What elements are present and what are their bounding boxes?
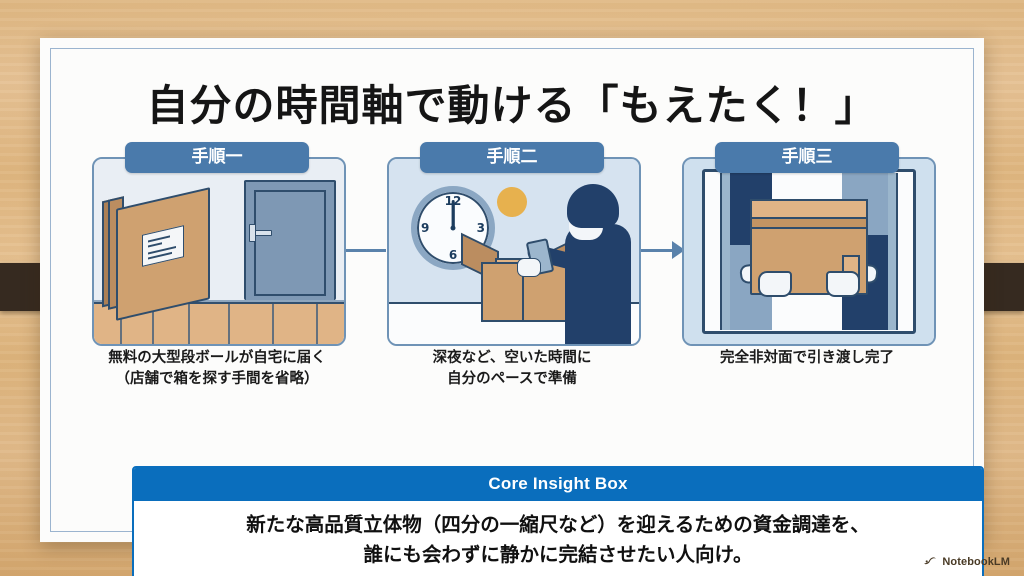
step-1-caption: 無料の大型段ボールが自宅に届く （店舗で箱を探す手間を省略） [70, 348, 364, 390]
watermark-label: NotebookLM [942, 555, 1010, 568]
core-insight-line2: 誰にも会わずに静かに完結させたい人向け。 [363, 542, 753, 566]
step-3-chip: 手順三 [715, 142, 899, 173]
clock-center-pin [450, 225, 456, 231]
front-door-icon [244, 180, 336, 300]
connector-step1-step2 [343, 249, 386, 252]
step-2-illustration: 12 3 6 9 [387, 157, 641, 346]
clock-hour-hand [451, 202, 455, 228]
core-insight-header: Core Insight Box [134, 468, 982, 501]
step-3-caption-line1: 完全非対面で引き渡し完了 [720, 350, 894, 366]
deliverer-hand-shape [826, 271, 860, 297]
slide-card: 自分の時間軸で動ける「もえたく！」 [40, 38, 984, 576]
wall-clock-icon: 12 3 6 9 [411, 186, 495, 270]
step-1-illustration [92, 157, 346, 346]
step-2-caption: 深夜など、空いた時間に 自分のペースで準備 [373, 348, 651, 390]
notebooklm-logo-icon [924, 557, 937, 565]
step-1-caption-line1: 無料の大型段ボールが自宅に届く [108, 350, 326, 366]
person-packing-figure [517, 184, 633, 344]
notebooklm-watermark: NotebookLM [924, 555, 1010, 568]
box-seam-line [522, 266, 525, 322]
step-3-caption: 完全非対面で引き渡し完了 [668, 348, 946, 369]
step-1-chip: 手順一 [125, 142, 309, 173]
core-insight-box: Core Insight Box 新たな高品質立体物（四分の一縮尺など）を迎える… [132, 466, 984, 576]
step-3-illustration [682, 157, 936, 346]
person-hand-shape [517, 258, 541, 277]
clock-number-6: 6 [448, 248, 458, 262]
step-2-caption-line2: 自分のペースで準備 [447, 371, 577, 388]
core-insight-line1: 新たな高品質立体物（四分の一縮尺など）を迎えるための資金調達を、 [246, 513, 870, 536]
page-title: 自分の時間軸で動ける「もえたく！」 [146, 81, 878, 130]
box-tape-strip [752, 217, 866, 229]
arrow-right-icon [672, 241, 685, 259]
receiver-hand-shape [758, 271, 792, 297]
core-insight-body: 新たな高品質立体物（四分の一縮尺など）を迎えるための資金調達を、 誰にも会わずに… [134, 501, 982, 576]
step-card-2: 12 3 6 9 [387, 142, 641, 412]
step-card-1: 手順一 無料の大型段ボールが自宅に届く （店舗で箱を探す手間を省略） [92, 142, 346, 412]
step-2-caption-line1: 深夜など、空いた時間に [432, 350, 592, 366]
door-handle-icon [249, 223, 272, 241]
step-card-3: 手順三 完全非対面で引き渡し完了 [682, 142, 936, 412]
step-1-caption-line2: （店舗で箱を探す手間を省略） [115, 371, 319, 388]
person-body-shape [565, 224, 631, 344]
steps-row: 手順一 無料の大型段ボールが自宅に届く （店舗で箱を探す手間を省略） 12 3 [92, 142, 936, 412]
clock-number-3: 3 [476, 221, 485, 235]
connector-step2-step3 [638, 249, 674, 252]
person-hair-shape [567, 184, 619, 228]
clock-number-9: 9 [421, 221, 430, 235]
step-2-chip: 手順二 [420, 142, 604, 173]
